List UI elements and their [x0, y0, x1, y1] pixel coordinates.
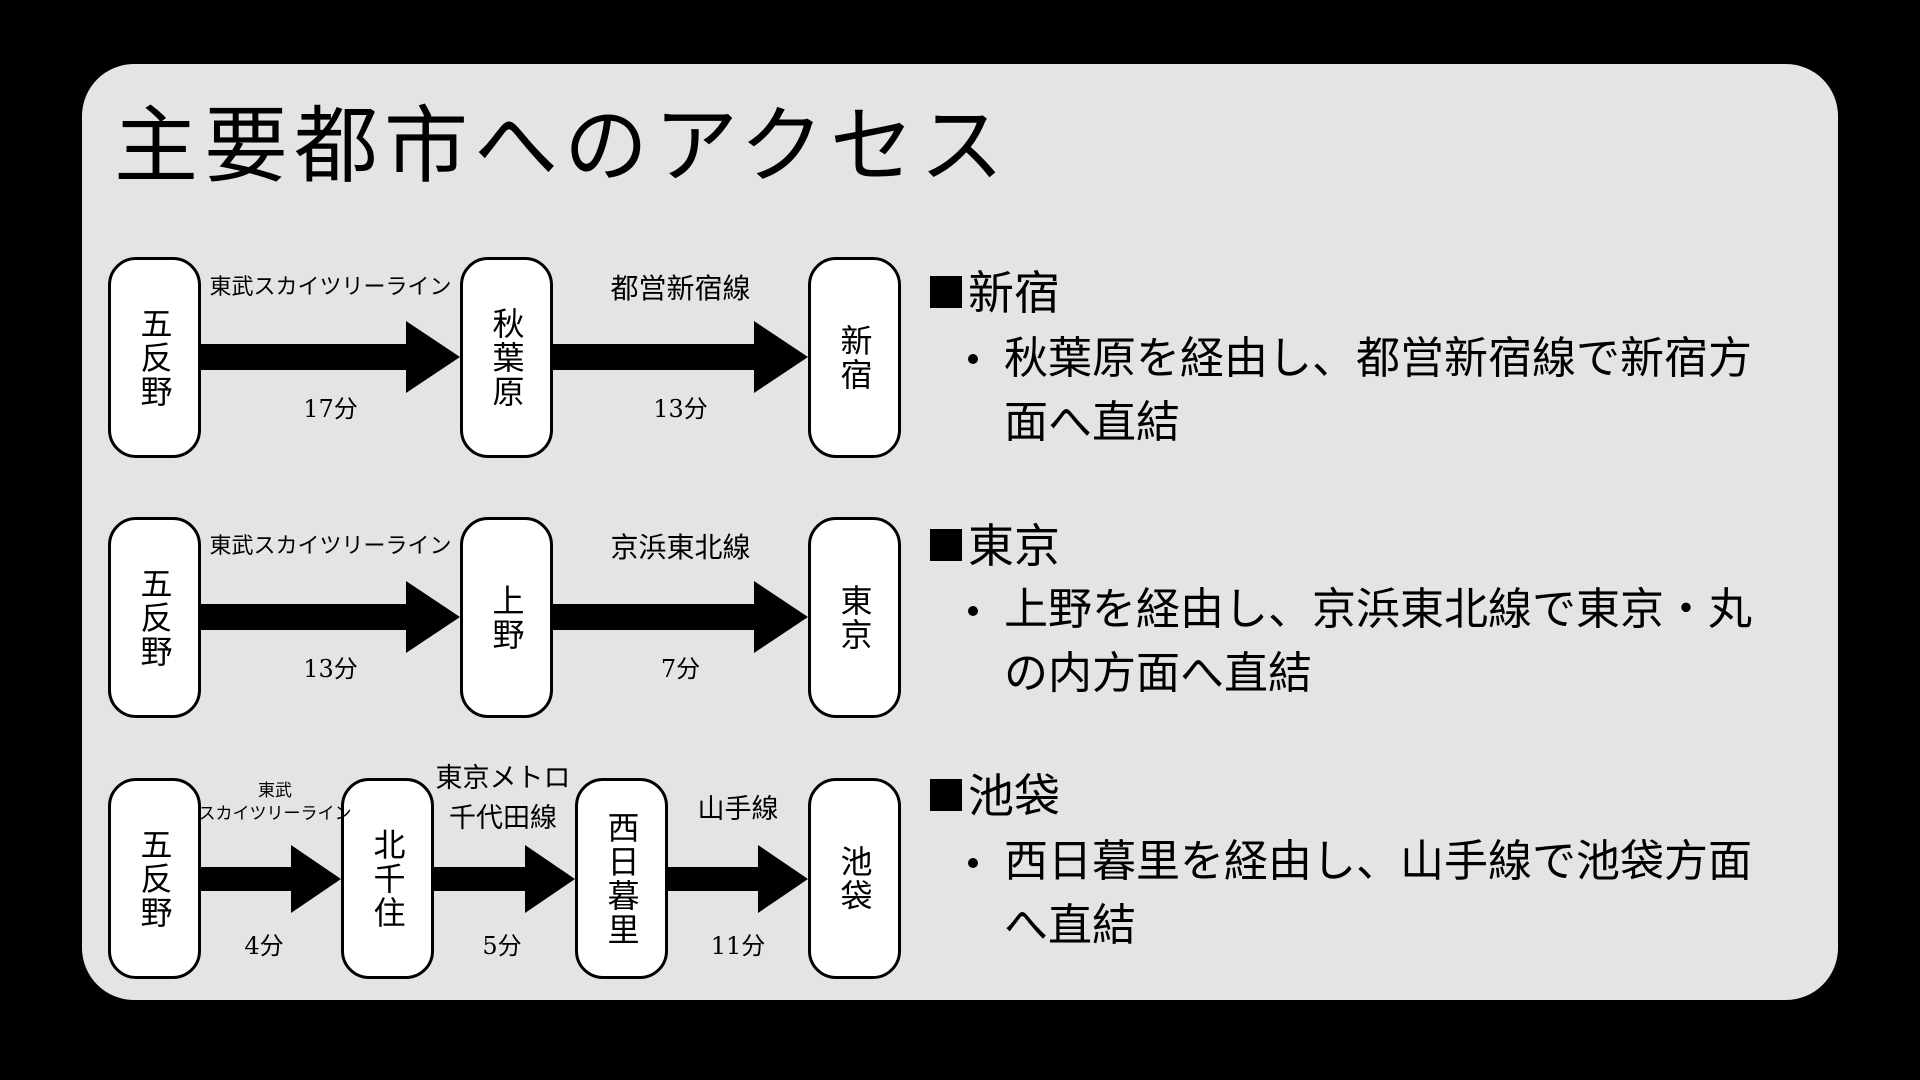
station-gotanno-1: 五反野 [108, 257, 201, 458]
station-label: 北千住 [368, 827, 407, 930]
station-nishinippori: 西日暮里 [575, 778, 668, 979]
station-gotanno-2: 五反野 [108, 517, 201, 718]
route-description: 西日暮里を経由し、山手線で池袋方面へ直結 [1004, 836, 1752, 951]
station-shinjuku: 新宿 [808, 257, 901, 458]
station-label: 五反野 [135, 566, 174, 669]
station-ikebukuro: 池袋 [808, 778, 901, 979]
travel-time: 13分 [653, 395, 708, 423]
station-label: 秋葉原 [487, 306, 526, 409]
travel-time: 11分 [710, 932, 766, 960]
bullet-icon [968, 858, 978, 868]
line-name-bottom: 千代田線 [449, 803, 557, 834]
station-label: 上野 [487, 583, 526, 652]
station-label: 西日暮里 [602, 810, 641, 947]
square-bullet-icon [930, 779, 962, 811]
station-label: 新宿 [835, 323, 874, 392]
line-name: 東武スカイツリーライン [209, 534, 452, 559]
station-tokyo: 東京 [808, 517, 901, 718]
bullet-icon [968, 606, 978, 616]
route-arrow [201, 321, 460, 393]
section-heading-text: 新宿 [968, 266, 1060, 320]
travel-time: 13分 [303, 655, 358, 683]
station-ueno: 上野 [460, 517, 553, 718]
line-name: 山手線 [697, 794, 779, 825]
line-name-top: 東京メトロ [435, 763, 571, 794]
section-heading-ikebukuro: 池袋 [930, 768, 1060, 824]
station-kitasenju: 北千住 [341, 778, 434, 979]
section-heading-text: 東京 [968, 519, 1060, 573]
route-arrow [668, 845, 808, 913]
route-arrow [201, 845, 341, 913]
square-bullet-icon [930, 276, 962, 308]
bullet-icon [968, 354, 978, 364]
route-arrow [553, 581, 808, 653]
station-label: 池袋 [835, 844, 874, 913]
route-description: 秋葉原を経由し、都営新宿線で新宿方面へ直結 [1004, 333, 1752, 448]
route-arrow [434, 845, 575, 913]
line-name: 都営新宿線 [610, 272, 751, 305]
travel-time: 5分 [482, 932, 522, 960]
travel-time: 17分 [303, 395, 358, 423]
line-name-top: 東武 [258, 781, 292, 801]
route-description: 上野を経由し、京浜東北線で東京・丸の内方面へ直結 [1004, 584, 1752, 699]
travel-time: 7分 [660, 655, 701, 683]
line-name: 東武スカイツリーライン [209, 275, 452, 300]
travel-time: 4分 [244, 932, 284, 960]
route-arrow [201, 581, 460, 653]
section-heading-text: 池袋 [968, 769, 1060, 823]
page-title: 主要都市へのアクセス [114, 97, 1010, 195]
section-heading-shinjuku: 新宿 [930, 265, 1060, 321]
line-name: 京浜東北線 [610, 531, 751, 564]
station-akihabara: 秋葉原 [460, 257, 553, 458]
station-label: 五反野 [135, 306, 174, 409]
square-bullet-icon [930, 529, 962, 561]
section-heading-tokyo: 東京 [930, 518, 1060, 574]
route-arrow [553, 321, 808, 393]
station-label: 五反野 [135, 827, 174, 930]
station-label: 東京 [835, 583, 874, 652]
station-gotanno-3: 五反野 [108, 778, 201, 979]
line-name-bottom: スカイツリーライン [198, 804, 352, 824]
